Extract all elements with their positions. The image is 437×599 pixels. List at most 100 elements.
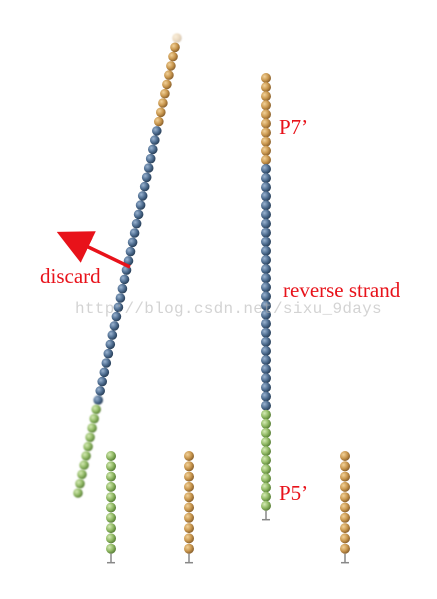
blue-bead [115, 293, 126, 303]
orange-bead [261, 100, 271, 111]
green-bead [87, 423, 97, 433]
orange-bead [184, 543, 194, 554]
blue-bead [261, 291, 271, 302]
orange-bead [184, 502, 194, 513]
orange-bead [261, 118, 271, 129]
orange-bead [170, 42, 180, 53]
watermark-text: http://blog.csdn.net/sixu_9days [75, 300, 382, 318]
green-bead [261, 500, 271, 511]
orange-bead [184, 451, 194, 461]
orange-bead [184, 533, 194, 544]
green-bead [106, 533, 116, 544]
blue-bead [97, 376, 107, 387]
blue-bead [107, 330, 118, 340]
blue-bead [261, 373, 271, 384]
blue-bead [143, 163, 154, 173]
green-bead [89, 413, 99, 424]
blue-bead [152, 126, 162, 136]
discard-label: discard [40, 264, 101, 288]
blue-bead [261, 355, 271, 366]
blue-bead [261, 245, 271, 256]
short-strand-orange-2 [340, 451, 350, 564]
orange-bead [340, 523, 350, 534]
blue-bead [101, 358, 112, 368]
orange-bead [340, 492, 350, 503]
blue-bead [261, 327, 271, 338]
blue-bead [261, 400, 271, 411]
orange-bead [154, 116, 164, 127]
green-bead [261, 464, 271, 475]
orange-bead [184, 492, 194, 503]
blue-bead [261, 255, 271, 265]
blue-bead [261, 346, 271, 356]
green-bead [73, 488, 83, 498]
blue-bead [135, 200, 146, 210]
blue-bead [139, 181, 150, 192]
orange-bead [261, 109, 271, 120]
blue-bead [261, 164, 271, 174]
blue-bead [150, 135, 160, 145]
green-bead [91, 404, 101, 415]
green-bead [85, 432, 95, 443]
blue-bead [261, 191, 271, 202]
blue-bead [261, 209, 271, 220]
orange-bead [261, 145, 271, 156]
green-bead [79, 460, 89, 470]
p7-label: P7’ [279, 115, 309, 139]
blue-bead [261, 300, 271, 311]
green-bead [106, 502, 116, 513]
green-bead [261, 427, 271, 438]
orange-bead [168, 51, 178, 62]
orange-bead [261, 82, 271, 93]
blue-bead [261, 318, 271, 329]
green-bead [106, 523, 116, 534]
green-bead [83, 441, 93, 452]
blue-bead [119, 274, 130, 285]
green-bead [261, 437, 271, 447]
blue-bead [261, 236, 271, 247]
blue-bead [261, 273, 271, 284]
blue-bead [103, 348, 114, 359]
blue-bead [109, 321, 120, 331]
green-bead [261, 446, 271, 457]
blue-bead [261, 173, 271, 184]
orange-bead [261, 127, 271, 138]
reverse-strand-label: reverse strand [283, 278, 401, 302]
blue-bead [105, 339, 116, 350]
orange-bead [340, 481, 350, 492]
orange-bead [340, 512, 350, 523]
green-bead [261, 409, 271, 420]
blue-bead [261, 309, 271, 320]
orange-bead [340, 543, 350, 554]
green-bead [75, 478, 85, 489]
blue-bead [261, 391, 271, 402]
blue-bead [125, 246, 136, 257]
orange-bead [164, 70, 174, 80]
green-bead [261, 491, 271, 502]
orange-bead [261, 154, 271, 165]
blue-bead [261, 227, 271, 238]
green-bead [261, 482, 271, 493]
blue-bead [261, 336, 271, 347]
orange-bead [172, 33, 182, 43]
blue-bead [261, 264, 271, 275]
orange-bead [184, 461, 194, 472]
blue-bead [261, 282, 271, 293]
blue-bead [145, 153, 156, 164]
blue-bead [99, 367, 110, 378]
orange-bead [158, 98, 168, 108]
blue-bead [129, 228, 140, 238]
blue-bead [141, 172, 152, 183]
green-bead [81, 451, 91, 461]
blue-bead [133, 209, 144, 220]
blue-bead [95, 386, 105, 396]
green-bead [77, 469, 87, 480]
p5-label: P5’ [279, 481, 309, 505]
blue-bead [261, 200, 271, 211]
blue-bead [261, 218, 271, 229]
blue-bead [261, 382, 271, 393]
blue-bead [111, 311, 122, 322]
orange-bead [340, 471, 350, 482]
green-bead [106, 451, 116, 461]
short-strand-green-1 [106, 451, 116, 564]
